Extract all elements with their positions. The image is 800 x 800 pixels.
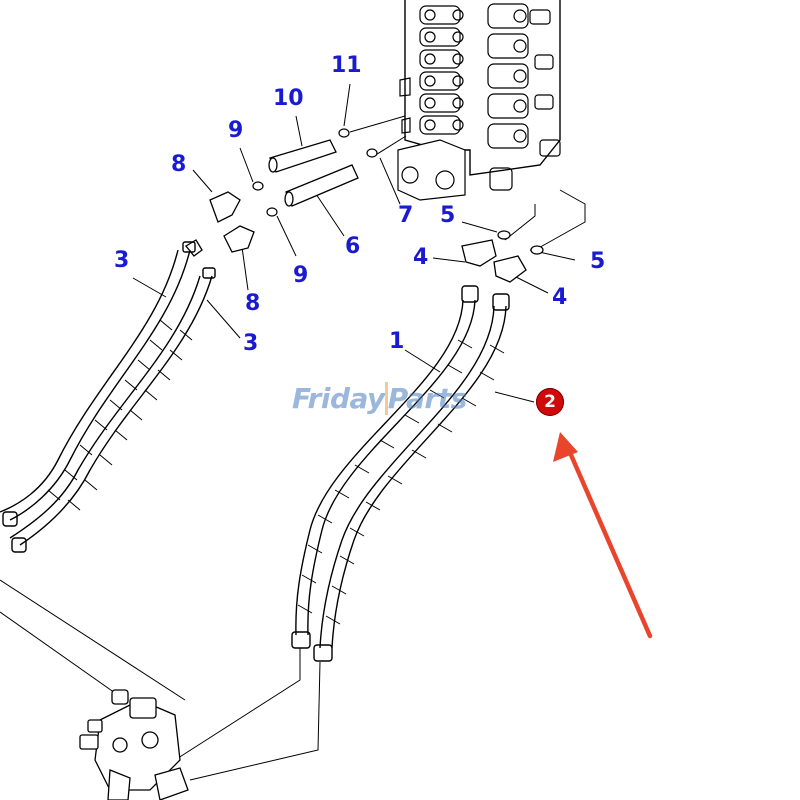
callout-6: 6 <box>345 234 361 259</box>
hoses-1-2 <box>291 285 510 662</box>
watermark-brand-left: Friday <box>292 382 385 415</box>
callout-5b: 5 <box>590 249 606 274</box>
callout-1: 1 <box>389 329 405 354</box>
callout-5a: 5 <box>440 203 456 228</box>
callout-4b: 4 <box>552 285 568 310</box>
elbow-fittings <box>185 191 255 257</box>
control-valve-block <box>397 0 561 201</box>
callout-9b: 9 <box>293 263 309 288</box>
callout-9a: 9 <box>228 118 244 143</box>
leader-lines <box>0 83 586 781</box>
callout-8a: 8 <box>171 152 187 177</box>
hoses-3 <box>0 241 216 553</box>
callout-11: 11 <box>331 53 362 78</box>
callout-7: 7 <box>398 203 414 228</box>
pipes <box>268 139 359 207</box>
callout-10: 10 <box>273 86 304 111</box>
watermark-brand-right: Parts <box>384 382 467 415</box>
straight-fittings <box>461 239 527 283</box>
callout-3b: 3 <box>243 331 259 356</box>
highlight-badge: 2 <box>536 388 564 416</box>
callout-8b: 8 <box>245 291 261 316</box>
callout-4a: 4 <box>413 245 429 270</box>
callout-3a: 3 <box>114 248 130 273</box>
o-rings <box>252 128 544 255</box>
pointer-arrow <box>553 432 653 639</box>
pilot-valve-unit <box>79 689 189 800</box>
